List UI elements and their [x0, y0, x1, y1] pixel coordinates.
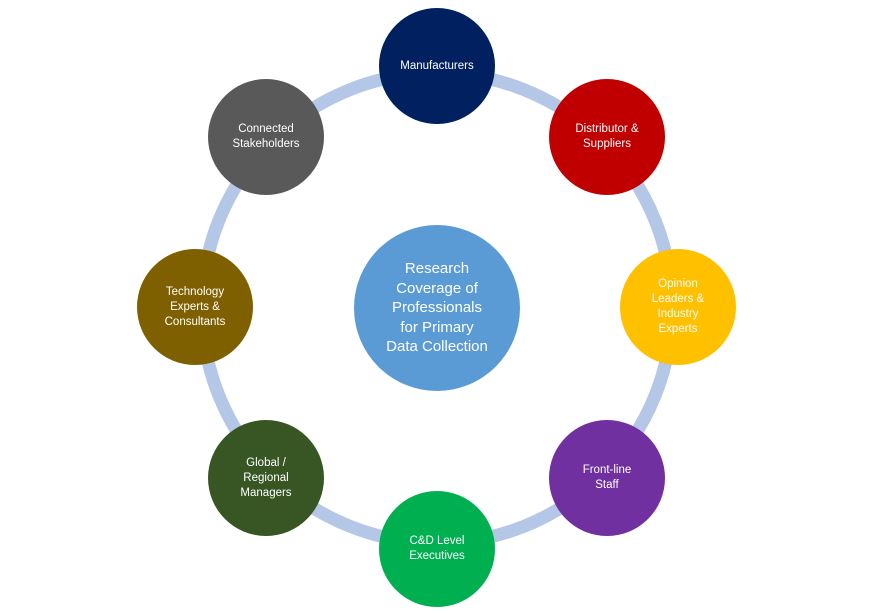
node-manufacturers: Manufacturers: [379, 8, 495, 124]
node-technology-experts: Technology Experts & Consultants: [137, 249, 253, 365]
center-label: Research Coverage of Professionals for P…: [386, 260, 488, 356]
node-label: Manufacturers: [400, 59, 474, 72]
node-label: Technology Experts & Consultants: [164, 285, 226, 328]
node-label: Opinion Leaders & Industry Experts: [651, 278, 705, 335]
node-connected-stakeholders: Connected Stakeholders: [208, 79, 324, 195]
node-distributor-suppliers: Distributor & Suppliers: [549, 79, 665, 195]
node-label: Global / Regional Managers: [240, 456, 292, 499]
node-global-regional-managers: Global / Regional Managers: [208, 420, 324, 536]
node-front-line-staff: Front-line Staff: [549, 420, 665, 536]
node-cnd-executives: C&D Level Executives: [379, 491, 495, 607]
node-opinion-leaders: Opinion Leaders & Industry Experts: [620, 249, 736, 365]
node-label: Connected Stakeholders: [232, 123, 300, 150]
node-label: Front-line Staff: [582, 464, 632, 491]
node-label: C&D Level Executives: [409, 535, 465, 562]
center-node: Research Coverage of Professionals for P…: [354, 225, 520, 391]
node-label: Distributor & Suppliers: [575, 123, 639, 150]
